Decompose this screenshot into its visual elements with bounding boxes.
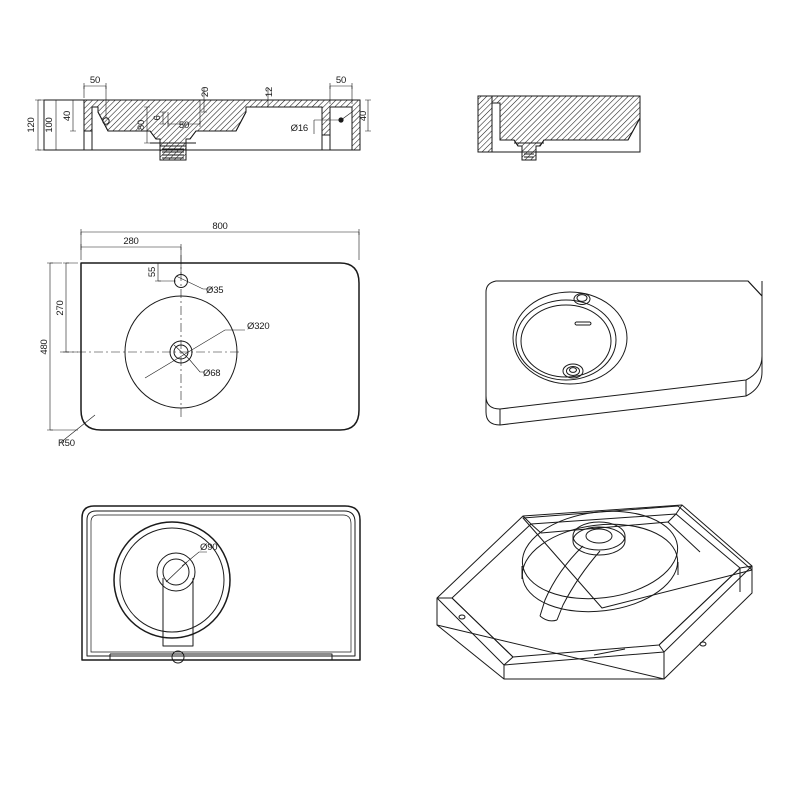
front-section-right-hole-leader <box>340 111 353 121</box>
plan-outline <box>80 262 360 431</box>
bottom-view-inner-outline-2 <box>90 514 352 653</box>
bottom-view-waste-boss <box>156 552 196 592</box>
view-plan: Ø320 Ø68 Ø35 R50 800 280 55 270 480 <box>39 221 360 449</box>
bottom-view-outline <box>81 505 361 661</box>
iso-bottom-fixing-hole-left <box>458 614 466 620</box>
iso-bottom-bowl-outer <box>521 523 679 613</box>
front-section-right-block <box>321 135 331 150</box>
iso-top-front-face <box>485 356 763 426</box>
iso-bottom-front-notch <box>593 648 626 656</box>
bottom-view-waste-slash <box>165 561 188 583</box>
iso-bottom-wall-lines <box>451 567 741 658</box>
plan-dia35-leader <box>175 275 212 290</box>
view-isometric-top <box>485 280 763 426</box>
dim-label-tap-hole-dia-plan: Ø35 <box>206 285 223 296</box>
iso-bottom-fixing-hole-right <box>699 641 707 647</box>
dim-label-overall-width: 800 <box>212 221 227 232</box>
front-section-bowl-inner <box>97 107 247 146</box>
dim-label-bowl-center-y: 270 <box>55 300 66 315</box>
iso-bottom-overflow-left <box>539 545 584 617</box>
iso-top-surface <box>485 280 763 410</box>
dim-label-rim-right-width: 50 <box>336 75 346 86</box>
bottom-view-lip <box>109 653 333 660</box>
view-isometric-bottom <box>436 504 753 680</box>
dim-line-100 <box>53 99 59 151</box>
plan-dia320-leader <box>144 329 245 379</box>
iso-bottom-corner-facets <box>530 513 677 534</box>
bottom-view-overflow-hole <box>171 650 185 664</box>
dim-ext-480 <box>50 262 78 431</box>
dim-line-6 <box>160 111 166 125</box>
dim-label-bowl-dia: Ø320 <box>247 321 269 332</box>
dim-label-overflow-height: 20 <box>200 87 211 97</box>
iso-top-drain-mid <box>566 366 580 376</box>
dim-ext-50-left <box>83 86 107 118</box>
dim-label-corner-radius: R50 <box>58 438 75 449</box>
iso-bottom-waste-hole <box>585 528 613 544</box>
plan-r50-leader <box>59 414 96 444</box>
bottom-view-waste-hole <box>162 558 190 586</box>
dim-label-rim-right-depth: 40 <box>358 111 369 121</box>
iso-bottom-bowl-side-edges <box>521 562 679 579</box>
view-side-section <box>477 95 641 161</box>
dim-label-overall-height: 120 <box>26 117 37 132</box>
dim-label-drain-dia: Ø68 <box>203 368 220 379</box>
iso-bottom-wall-thickness <box>437 504 753 666</box>
iso-bottom-front-corner <box>503 652 665 679</box>
bottom-view-overflow-channel <box>162 578 194 647</box>
bottom-view-bowl-inner <box>119 527 225 633</box>
front-section-drain-threads <box>162 148 184 159</box>
dim-label-waste-dia: Ø90 <box>200 542 217 553</box>
dim-ext-270 <box>66 262 78 353</box>
dim-label-tap-offset-x: 280 <box>123 236 138 247</box>
side-section-drain-threads <box>524 153 534 158</box>
iso-top-right-chamfer <box>747 280 763 297</box>
front-section-left-block <box>83 100 93 150</box>
iso-top-tap-hole-outer <box>573 293 591 305</box>
dim-label-rim-left-width: 50 <box>90 75 100 86</box>
dim-ext-50-drain <box>167 100 201 124</box>
dim-line-40-left <box>70 99 76 132</box>
plan-dia68-leader <box>173 344 205 373</box>
dim-label-tap-offset-y: 55 <box>147 267 158 277</box>
dim-line-12 <box>265 88 271 107</box>
iso-top-overflow-slot <box>574 321 592 326</box>
dim-line-80 <box>144 106 150 144</box>
bottom-view-bowl-outer <box>113 521 231 639</box>
dim-label-overall-depth: 480 <box>39 339 50 354</box>
iso-bottom-outer-bottom-edge <box>436 566 753 680</box>
iso-top-drain-outer <box>562 363 584 379</box>
dim-line-20 <box>201 88 207 113</box>
view-bottom: Ø90 <box>81 505 361 664</box>
dim-label-bowl-height: 100 <box>44 117 55 132</box>
iso-bottom-waste-side <box>572 536 626 541</box>
dim-label-rim-left-depth: 40 <box>62 111 73 121</box>
view-front-section: 120 100 40 50 80 6 50 20 12 50 40 <box>26 75 371 161</box>
dim-label-drain-step: 6 <box>152 115 163 120</box>
iso-top-bowl-mid <box>515 299 617 381</box>
iso-bottom-overflow-end <box>539 615 558 622</box>
dim-label-tap-hole-dia-section: Ø16 <box>291 123 308 134</box>
dim-label-shelf-thickness: 12 <box>264 87 275 97</box>
iso-top-bowl-outer <box>512 291 628 385</box>
side-section-drain-throat <box>521 151 537 161</box>
iso-top-bowl-inner <box>520 304 612 378</box>
dim-label-drain-width: 50 <box>179 120 189 131</box>
bottom-view-inner-outline <box>86 510 356 657</box>
dim-label-bowl-depth: 80 <box>136 120 147 130</box>
iso-bottom-overflow-right <box>556 550 601 621</box>
iso-bottom-bowl-top <box>521 510 679 600</box>
iso-top-drain-inner <box>569 367 577 373</box>
iso-top-tap-hole-inner <box>576 294 588 302</box>
bottom-view-dia90-leader <box>181 551 207 567</box>
dim-line-40-right <box>365 99 371 132</box>
dim-ext-50-right <box>329 86 353 104</box>
